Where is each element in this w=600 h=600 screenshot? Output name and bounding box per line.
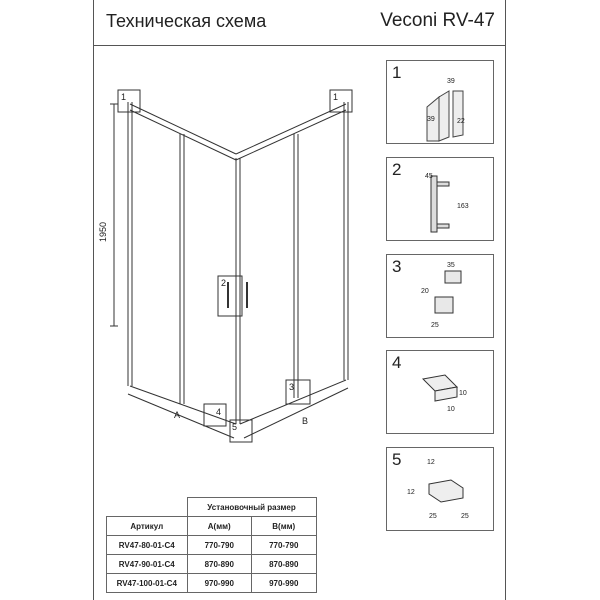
table-row: RV47-80-01-C4 770-790 770-790 — [106, 535, 317, 555]
top-rail-left — [129, 103, 237, 155]
table-cell: RV47-100-01-C4 — [106, 573, 188, 593]
table-cell: 870-890 — [251, 554, 317, 574]
table-cell: 770-790 — [251, 535, 317, 555]
table-row: RV47-100-01-C4 970-990 970-990 — [106, 573, 317, 593]
table-group-header: Установочный размер — [186, 497, 317, 517]
callout-1-left-label: 1 — [121, 92, 126, 102]
detail-5-dim-d: 25 — [461, 513, 469, 520]
roller-drawing: 35 20 25 — [421, 262, 462, 329]
detail-3-dim-c: 25 — [431, 322, 439, 329]
corner-seal-drawing: 12 12 25 25 — [407, 459, 469, 520]
profile-drawing: 39 39 22 — [426, 78, 465, 142]
column-header-a: A(мм) — [186, 516, 252, 536]
table-row: RV47-90-01-C4 870-890 870-890 — [106, 554, 317, 574]
detail-5-number: 5 — [392, 450, 402, 469]
detail-1-dim-c: 22 — [457, 118, 465, 125]
callout-4-label: 4 — [216, 407, 221, 417]
callout-5-label: 5 — [232, 422, 237, 432]
size-table: Установочный размер Артикул A(мм) B(мм) … — [106, 497, 317, 593]
callout-box-2 — [217, 275, 243, 317]
model-name: Veconi RV-47 — [380, 10, 495, 31]
table-cell: RV47-80-01-C4 — [106, 535, 188, 555]
detail-1-dim-b: 39 — [427, 116, 435, 123]
side-b-label: B — [302, 416, 308, 426]
detail-1-dim-a: 39 — [447, 78, 455, 85]
callout-box-1-right — [329, 89, 353, 113]
detail-5-dim-a: 12 — [427, 459, 435, 466]
table-cell: 970-990 — [251, 573, 317, 593]
bottom-rail-right — [239, 379, 347, 425]
detail-4-dim-b: 10 — [447, 406, 455, 413]
bottom-rail-left — [129, 385, 237, 425]
detail-4-box: 10 10 4 — [386, 350, 494, 434]
detail-1-box: 39 39 22 1 — [386, 60, 494, 144]
detail-5-dim-c: 25 — [429, 513, 437, 520]
detail-4-dim-a: 10 — [459, 390, 467, 397]
table-cell: 770-790 — [186, 535, 252, 555]
table-cell: 970-990 — [186, 573, 252, 593]
detail-2-dim-a: 45 — [425, 173, 433, 180]
callout-box-5 — [229, 419, 253, 443]
callout-2-label: 2 — [221, 278, 226, 288]
callout-box-4 — [203, 403, 227, 427]
enclosure-diagram: 1950 A B 1 1 2 3 4 5 — [98, 89, 353, 443]
dimension-b-line — [243, 387, 349, 439]
detail-1-number: 1 — [392, 63, 402, 82]
column-header-article: Артикул — [106, 516, 188, 536]
detail-3-number: 3 — [392, 257, 402, 276]
side-a-label: A — [174, 410, 180, 420]
detail-2-box: 45 163 2 — [386, 157, 494, 241]
callout-box-1-left — [117, 89, 141, 113]
detail-2-dim-b: 163 — [457, 203, 469, 210]
callout-box-3 — [285, 379, 311, 405]
seal-drawing: 10 10 — [421, 374, 467, 413]
detail-4-number: 4 — [392, 353, 402, 372]
detail-3-dim-b: 20 — [421, 288, 429, 295]
header: Техническая схема Veconi RV-47 — [94, 0, 505, 46]
table-cell: RV47-90-01-C4 — [106, 554, 188, 574]
drawing-frame: Техническая схема Veconi RV-47 — [93, 0, 506, 600]
column-header-b: B(мм) — [251, 516, 317, 536]
detail-3-box: 35 20 25 3 — [386, 254, 494, 338]
dimension-a-line — [127, 393, 235, 439]
detail-3-dim-a: 35 — [447, 262, 455, 269]
handle-drawing: 45 163 — [425, 173, 469, 233]
detail-2-number: 2 — [392, 160, 402, 179]
table-cell: 870-890 — [186, 554, 252, 574]
page-title: Техническая схема — [106, 11, 267, 31]
callout-1-right-label: 1 — [333, 92, 338, 102]
callout-3-label: 3 — [289, 382, 294, 392]
height-label: 1950 — [98, 222, 108, 242]
detail-5-box: 12 12 25 25 5 — [386, 447, 494, 531]
top-rail-right — [235, 103, 347, 155]
detail-5-dim-b: 12 — [407, 489, 415, 496]
